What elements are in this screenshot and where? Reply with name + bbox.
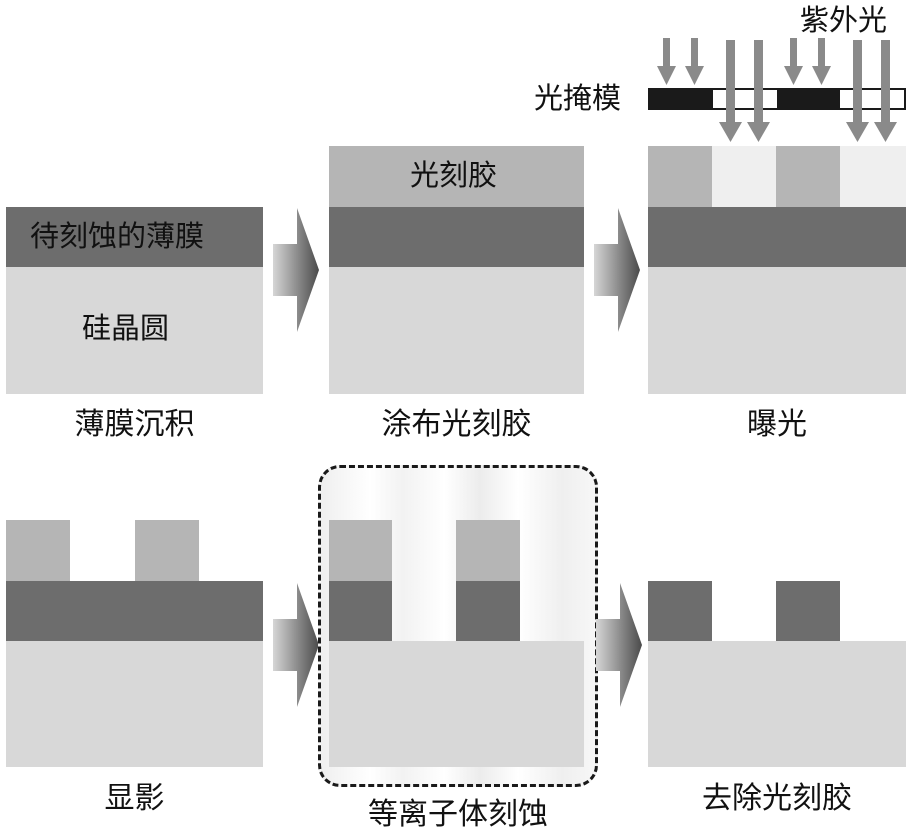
step-caption-plasma-etch: 等离子体刻蚀 bbox=[368, 797, 548, 832]
thin-film-label: 待刻蚀的薄膜 bbox=[30, 219, 205, 253]
down-arrow-icon bbox=[874, 40, 897, 142]
photoresist-layer bbox=[329, 146, 584, 207]
etched-film-segment bbox=[456, 581, 520, 641]
silicon-wafer bbox=[329, 641, 584, 767]
uv-light-label: 紫外光 bbox=[800, 3, 888, 37]
silicon-wafer bbox=[329, 267, 584, 394]
photoresist-label: 光刻胶 bbox=[410, 158, 498, 192]
thin-film-layer bbox=[648, 207, 906, 267]
right-arrow-icon bbox=[273, 583, 319, 707]
photoresist-unexposed bbox=[776, 146, 840, 207]
uv-arrows bbox=[657, 38, 897, 142]
mask-opaque-segment bbox=[777, 90, 840, 108]
photoresist-pattern bbox=[6, 520, 70, 581]
step-caption-exposure: 曝光 bbox=[747, 407, 807, 442]
step-caption-coat-photoresist: 涂布光刻胶 bbox=[381, 407, 532, 442]
down-arrow-icon bbox=[747, 40, 770, 142]
down-arrow-icon bbox=[657, 38, 676, 85]
photoresist-pattern bbox=[135, 520, 199, 581]
right-arrow-icon bbox=[273, 208, 319, 332]
silicon-wafer-label: 硅晶圆 bbox=[82, 311, 170, 345]
photoresist-exposed bbox=[712, 146, 776, 207]
right-arrow-icon bbox=[596, 583, 642, 707]
thin-film-layer bbox=[6, 581, 263, 641]
silicon-wafer bbox=[648, 641, 906, 767]
photoresist-exposed bbox=[840, 146, 906, 207]
thin-film-layer bbox=[6, 207, 263, 267]
silicon-wafer bbox=[6, 267, 263, 394]
etched-film-segment bbox=[329, 581, 392, 641]
down-arrow-icon bbox=[685, 38, 704, 85]
photomask bbox=[648, 88, 906, 110]
mask-opaque-segment bbox=[650, 90, 713, 108]
silicon-wafer bbox=[6, 641, 263, 767]
down-arrow-icon bbox=[846, 40, 869, 142]
step-caption-development: 显影 bbox=[104, 781, 165, 816]
down-arrow-icon bbox=[784, 38, 803, 85]
etched-film-segment bbox=[776, 581, 840, 641]
photoresist-pattern bbox=[329, 520, 392, 581]
silicon-wafer bbox=[648, 267, 906, 394]
right-arrow-icon bbox=[594, 208, 640, 332]
step-caption-film-deposition: 薄膜沉积 bbox=[74, 407, 195, 442]
photoresist-pattern bbox=[456, 520, 520, 581]
step-caption-strip-photoresist: 去除光刻胶 bbox=[702, 781, 852, 816]
photoresist-unexposed bbox=[648, 146, 712, 207]
etched-film-segment bbox=[648, 581, 712, 641]
thin-film-layer bbox=[329, 207, 584, 267]
down-arrow-icon bbox=[812, 38, 831, 85]
down-arrow-icon bbox=[719, 40, 742, 142]
photomask-label: 光掩模 bbox=[534, 81, 622, 115]
